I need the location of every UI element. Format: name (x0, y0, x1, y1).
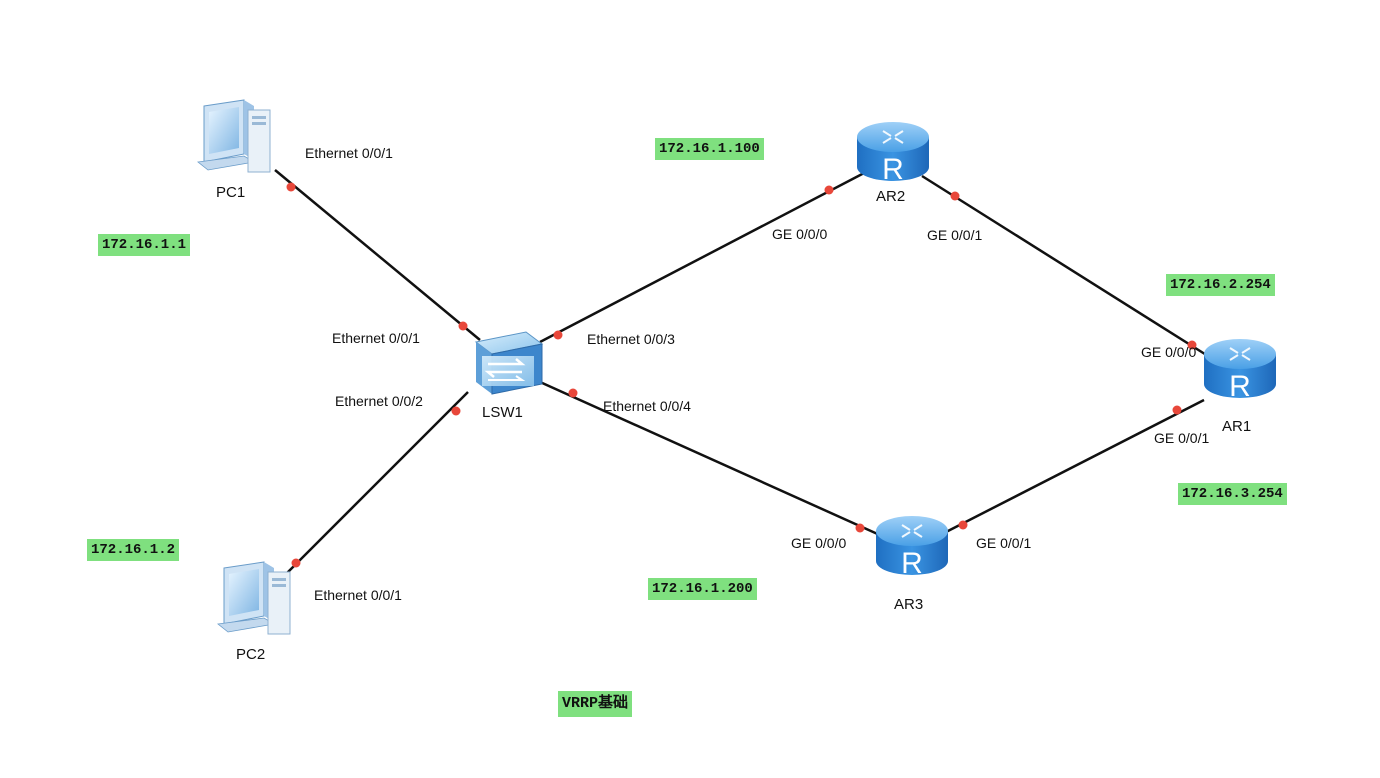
pc-icon[interactable] (217, 561, 291, 635)
port-dots (286, 182, 1197, 568)
pc-icon[interactable] (197, 99, 271, 173)
port-dot[interactable] (824, 185, 834, 195)
port-dot[interactable] (568, 388, 578, 398)
port-label-ar1-g1: GE 0/0/1 (1154, 430, 1210, 446)
link-lsw1-ar3[interactable] (539, 380, 883, 538)
port-label-ar3-g0: GE 0/0/0 (791, 535, 847, 551)
ip-tag-ar2: 172.16.1.100 (655, 138, 764, 160)
port-dot[interactable] (286, 182, 296, 192)
port-label-ar2-g0: GE 0/0/0 (772, 226, 828, 242)
port-dot[interactable] (1172, 405, 1182, 415)
ip-tag-ar1-top: 172.16.2.254 (1166, 274, 1275, 296)
links (274, 169, 1209, 576)
port-label-pc1: Ethernet 0/0/1 (305, 145, 393, 161)
svg-text:R: R (1229, 370, 1251, 403)
link-ar2-ar1[interactable] (921, 174, 1209, 358)
port-dot[interactable] (291, 558, 301, 568)
port-dot[interactable] (950, 191, 960, 201)
device-label-ar2: AR2 (876, 188, 906, 205)
device-label-ar1: AR1 (1222, 418, 1252, 435)
port-label-pc2: Ethernet 0/0/1 (314, 587, 402, 603)
ip-tag-pc1: 172.16.1.1 (98, 234, 191, 256)
diagram-caption: VRRP基础 (558, 691, 633, 717)
ip-tag-ar3: 172.16.1.200 (648, 578, 757, 600)
router-icon[interactable]: R (857, 122, 929, 186)
port-label-ar1-g0: GE 0/0/0 (1141, 344, 1197, 360)
ip-tag-pc2: 172.16.1.2 (87, 539, 180, 561)
svg-text:R: R (882, 153, 904, 186)
svg-text:R: R (901, 547, 923, 580)
port-label-lsw1-e4: Ethernet 0/0/4 (603, 398, 691, 414)
port-label-lsw1-e1: Ethernet 0/0/1 (332, 330, 420, 346)
link-ar3-ar1[interactable] (945, 398, 1205, 534)
device-label-ar3: AR3 (894, 596, 924, 613)
device-label-pc2: PC2 (236, 646, 266, 663)
port-dot[interactable] (458, 321, 468, 331)
link-lsw1-ar2[interactable] (539, 170, 867, 344)
port-dot[interactable] (855, 523, 865, 533)
port-dot[interactable] (958, 520, 968, 530)
router-icon[interactable]: R (876, 516, 948, 580)
port-label-lsw1-e3: Ethernet 0/0/3 (587, 331, 675, 347)
port-label-ar2-g1: GE 0/0/1 (927, 227, 983, 243)
device-label-pc1: PC1 (216, 184, 246, 201)
port-dot[interactable] (1187, 340, 1197, 350)
device-label-lsw1: LSW1 (482, 404, 523, 421)
router-icon[interactable]: R (1204, 339, 1276, 403)
link-pc1-lsw1[interactable] (274, 169, 481, 341)
switch-icon[interactable] (474, 331, 544, 395)
port-label-lsw1-e2: Ethernet 0/0/2 (335, 393, 423, 409)
port-dot[interactable] (451, 406, 461, 416)
port-dot[interactable] (553, 330, 563, 340)
link-pc2-lsw1[interactable] (284, 391, 469, 576)
port-label-ar3-g1: GE 0/0/1 (976, 535, 1032, 551)
ip-tag-ar1-bottom: 172.16.3.254 (1178, 483, 1287, 505)
